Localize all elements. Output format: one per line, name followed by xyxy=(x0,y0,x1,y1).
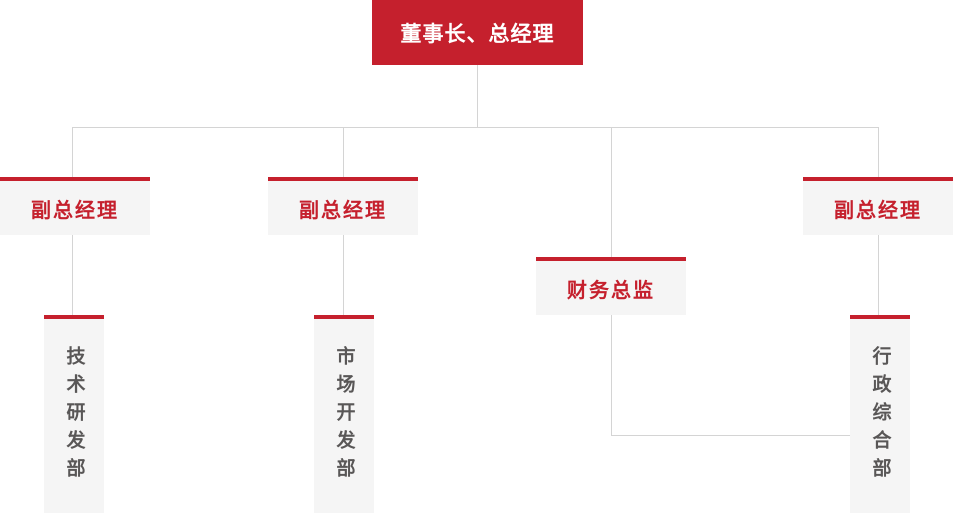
connector-drop-vp2 xyxy=(343,127,344,177)
node-finance-director: 财务总监 xyxy=(536,257,686,315)
node-label: 董事长、总经理 xyxy=(400,22,555,46)
node-label: 副总经理 xyxy=(31,199,119,222)
connector-main-horizontal xyxy=(72,127,879,128)
node-dept-market-dev: 市场开发部 xyxy=(314,315,374,513)
connector-drop-finance xyxy=(611,127,612,257)
node-label: 财务总监 xyxy=(567,279,655,302)
connector-drop-vp1 xyxy=(72,127,73,177)
node-dept-admin-general: 行政综合部 xyxy=(850,315,910,513)
node-deputy-gm-3: 副总经理 xyxy=(803,177,953,235)
connector-vp2-dept xyxy=(343,235,344,315)
connector-finance-down xyxy=(611,315,612,435)
node-label: 市场开发部 xyxy=(333,346,355,486)
connector-finance-right xyxy=(611,435,850,436)
node-label: 技术研发部 xyxy=(63,346,85,486)
connector-drop-vp3 xyxy=(878,127,879,177)
connector-root-down xyxy=(477,65,478,127)
connector-vp3-dept xyxy=(878,235,879,315)
connector-vp1-dept xyxy=(72,235,73,315)
node-chairman-general-manager: 董事长、总经理 xyxy=(372,0,583,65)
node-dept-tech-rd: 技术研发部 xyxy=(44,315,104,513)
node-label: 副总经理 xyxy=(834,199,922,222)
node-label: 行政综合部 xyxy=(869,346,891,486)
node-deputy-gm-2: 副总经理 xyxy=(268,177,418,235)
node-label: 副总经理 xyxy=(299,199,387,222)
node-deputy-gm-1: 副总经理 xyxy=(0,177,150,235)
